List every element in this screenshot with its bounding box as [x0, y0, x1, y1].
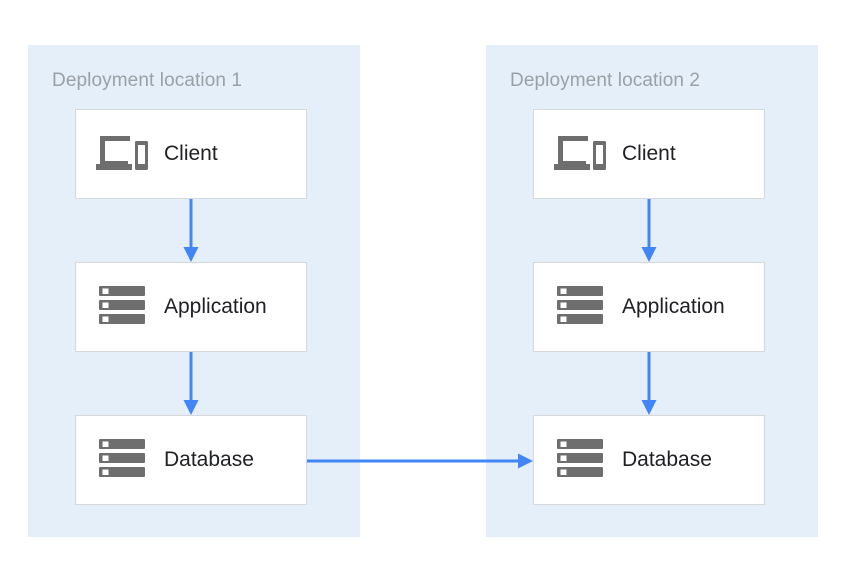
- node-label: Database: [622, 448, 712, 471]
- server-icon: [94, 284, 150, 330]
- node-client-2[interactable]: Client: [533, 109, 765, 199]
- server-icon: [552, 437, 608, 483]
- node-database-1[interactable]: Database: [75, 415, 307, 505]
- deployment-zone-1-label: Deployment location 1: [52, 70, 243, 91]
- devices-icon: [552, 131, 608, 177]
- node-label: Client: [164, 142, 218, 165]
- node-label: Client: [622, 142, 676, 165]
- node-label: Application: [164, 295, 267, 318]
- server-icon: [552, 284, 608, 330]
- node-label: Database: [164, 448, 254, 471]
- node-database-2[interactable]: Database: [533, 415, 765, 505]
- node-application-1[interactable]: Application: [75, 262, 307, 352]
- node-client-1[interactable]: Client: [75, 109, 307, 199]
- server-icon: [94, 437, 150, 483]
- devices-icon: [94, 131, 150, 177]
- deployment-zone-2-label: Deployment location 2: [510, 70, 701, 91]
- node-label: Application: [622, 295, 725, 318]
- node-application-2[interactable]: Application: [533, 262, 765, 352]
